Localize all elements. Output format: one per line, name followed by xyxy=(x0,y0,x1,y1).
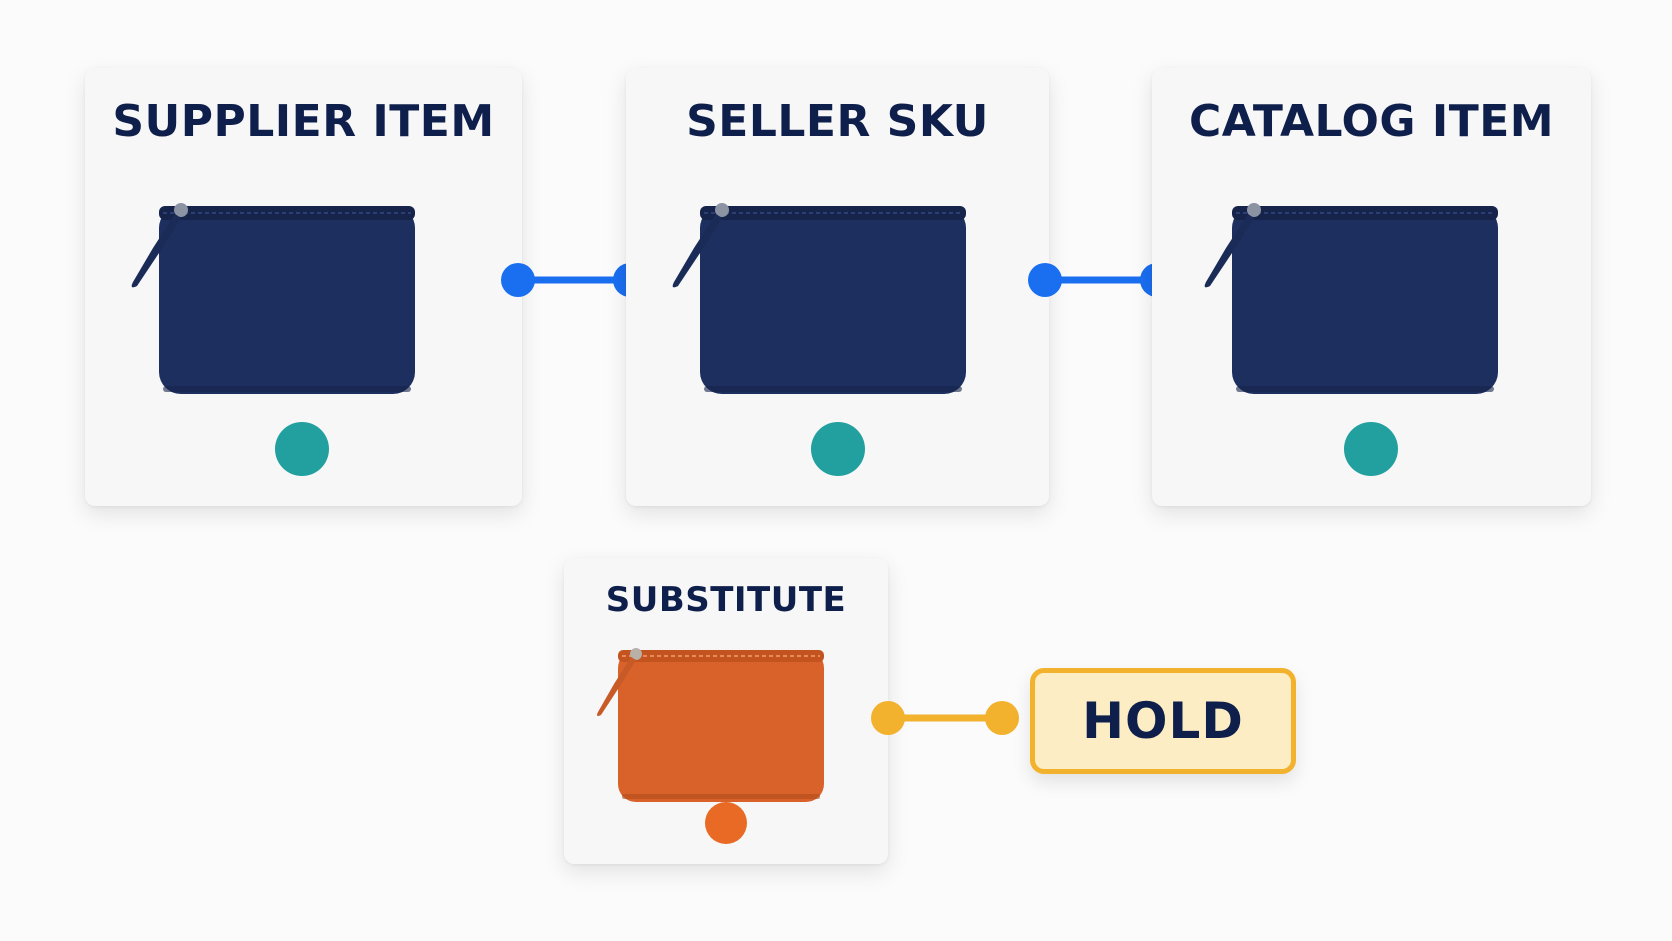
card-title: SUBSTITUTE xyxy=(605,580,847,620)
zippered-pouch-icon xyxy=(672,203,966,394)
zippered-pouch-icon xyxy=(1204,203,1498,394)
hold-label: HOLD xyxy=(1082,692,1244,750)
zippered-pouch-icon xyxy=(131,203,415,394)
status-dot-icon xyxy=(705,802,747,844)
status-dot-icon xyxy=(811,422,865,476)
zippered-pouch-icon xyxy=(597,648,824,802)
seller-sku-card: SELLER SKU xyxy=(626,68,1049,506)
hold-connector xyxy=(871,701,1019,735)
status-dot-icon xyxy=(1344,422,1398,476)
hold-status-box: HOLD xyxy=(1030,668,1296,774)
supplier-item-card: SUPPLIER ITEM xyxy=(85,68,522,506)
card-title: CATALOG ITEM xyxy=(1188,96,1555,147)
status-dot-icon xyxy=(275,422,329,476)
catalog-item-card: CATALOG ITEM xyxy=(1152,68,1591,506)
card-title: SELLER SKU xyxy=(686,96,989,147)
substitute-card: SUBSTITUTE xyxy=(564,558,888,864)
card-title: SUPPLIER ITEM xyxy=(112,96,495,147)
